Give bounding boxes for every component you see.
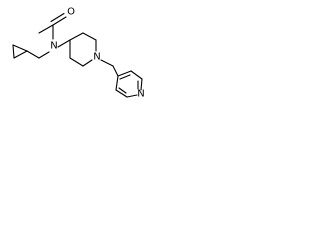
bond-cyclopropyl-a: [12, 44, 28, 52]
bond-pip-c6-c5: [69, 57, 84, 67]
bond-cyclopropyl-b: [13, 50, 28, 59]
bond-ch2-cyclopropyl: [26, 50, 40, 59]
molecule-drawing: O N N N: [12, 7, 145, 100]
bond-pip-c3-c2: [82, 32, 97, 41]
bond-py-c4-c3: [117, 70, 132, 77]
structure-diagram: O N N N: [0, 0, 167, 99]
bond-py-n-c6: [126, 94, 138, 98]
bond-carbonyl-oxygen-second: [50, 12, 65, 23]
bond-pip-n-ch2: [100, 59, 114, 67]
bond-pip-c4-c3: [69, 32, 84, 41]
bond-cyclopropyl-c: [12, 44, 15, 59]
bond-ch2-pyridine: [112, 65, 119, 77]
bond-pip-n1-c6: [82, 59, 93, 67]
bond-py-c6-c5: [115, 89, 128, 98]
oxygen-label: O: [67, 7, 75, 18]
piperidine-nitrogen-label: N: [93, 52, 100, 63]
bond-carbonyl-oxygen: [52, 16, 67, 26]
bond-py-inner-c: [118, 87, 127, 94]
bond-py-c3-c2: [130, 70, 143, 80]
amide-nitrogen-label: N: [50, 41, 57, 52]
bond-py-c2-n: [140, 78, 143, 91]
bond-amide-n-c4: [57, 39, 71, 48]
bond-py-c5-c4: [115, 75, 119, 91]
bond-methyl-carbonyl: [38, 24, 54, 34]
bond-py-inner-a: [119, 74, 131, 80]
bond-amide-n-ch2: [38, 51, 50, 59]
pyridine-nitrogen-label: N: [137, 89, 144, 100]
